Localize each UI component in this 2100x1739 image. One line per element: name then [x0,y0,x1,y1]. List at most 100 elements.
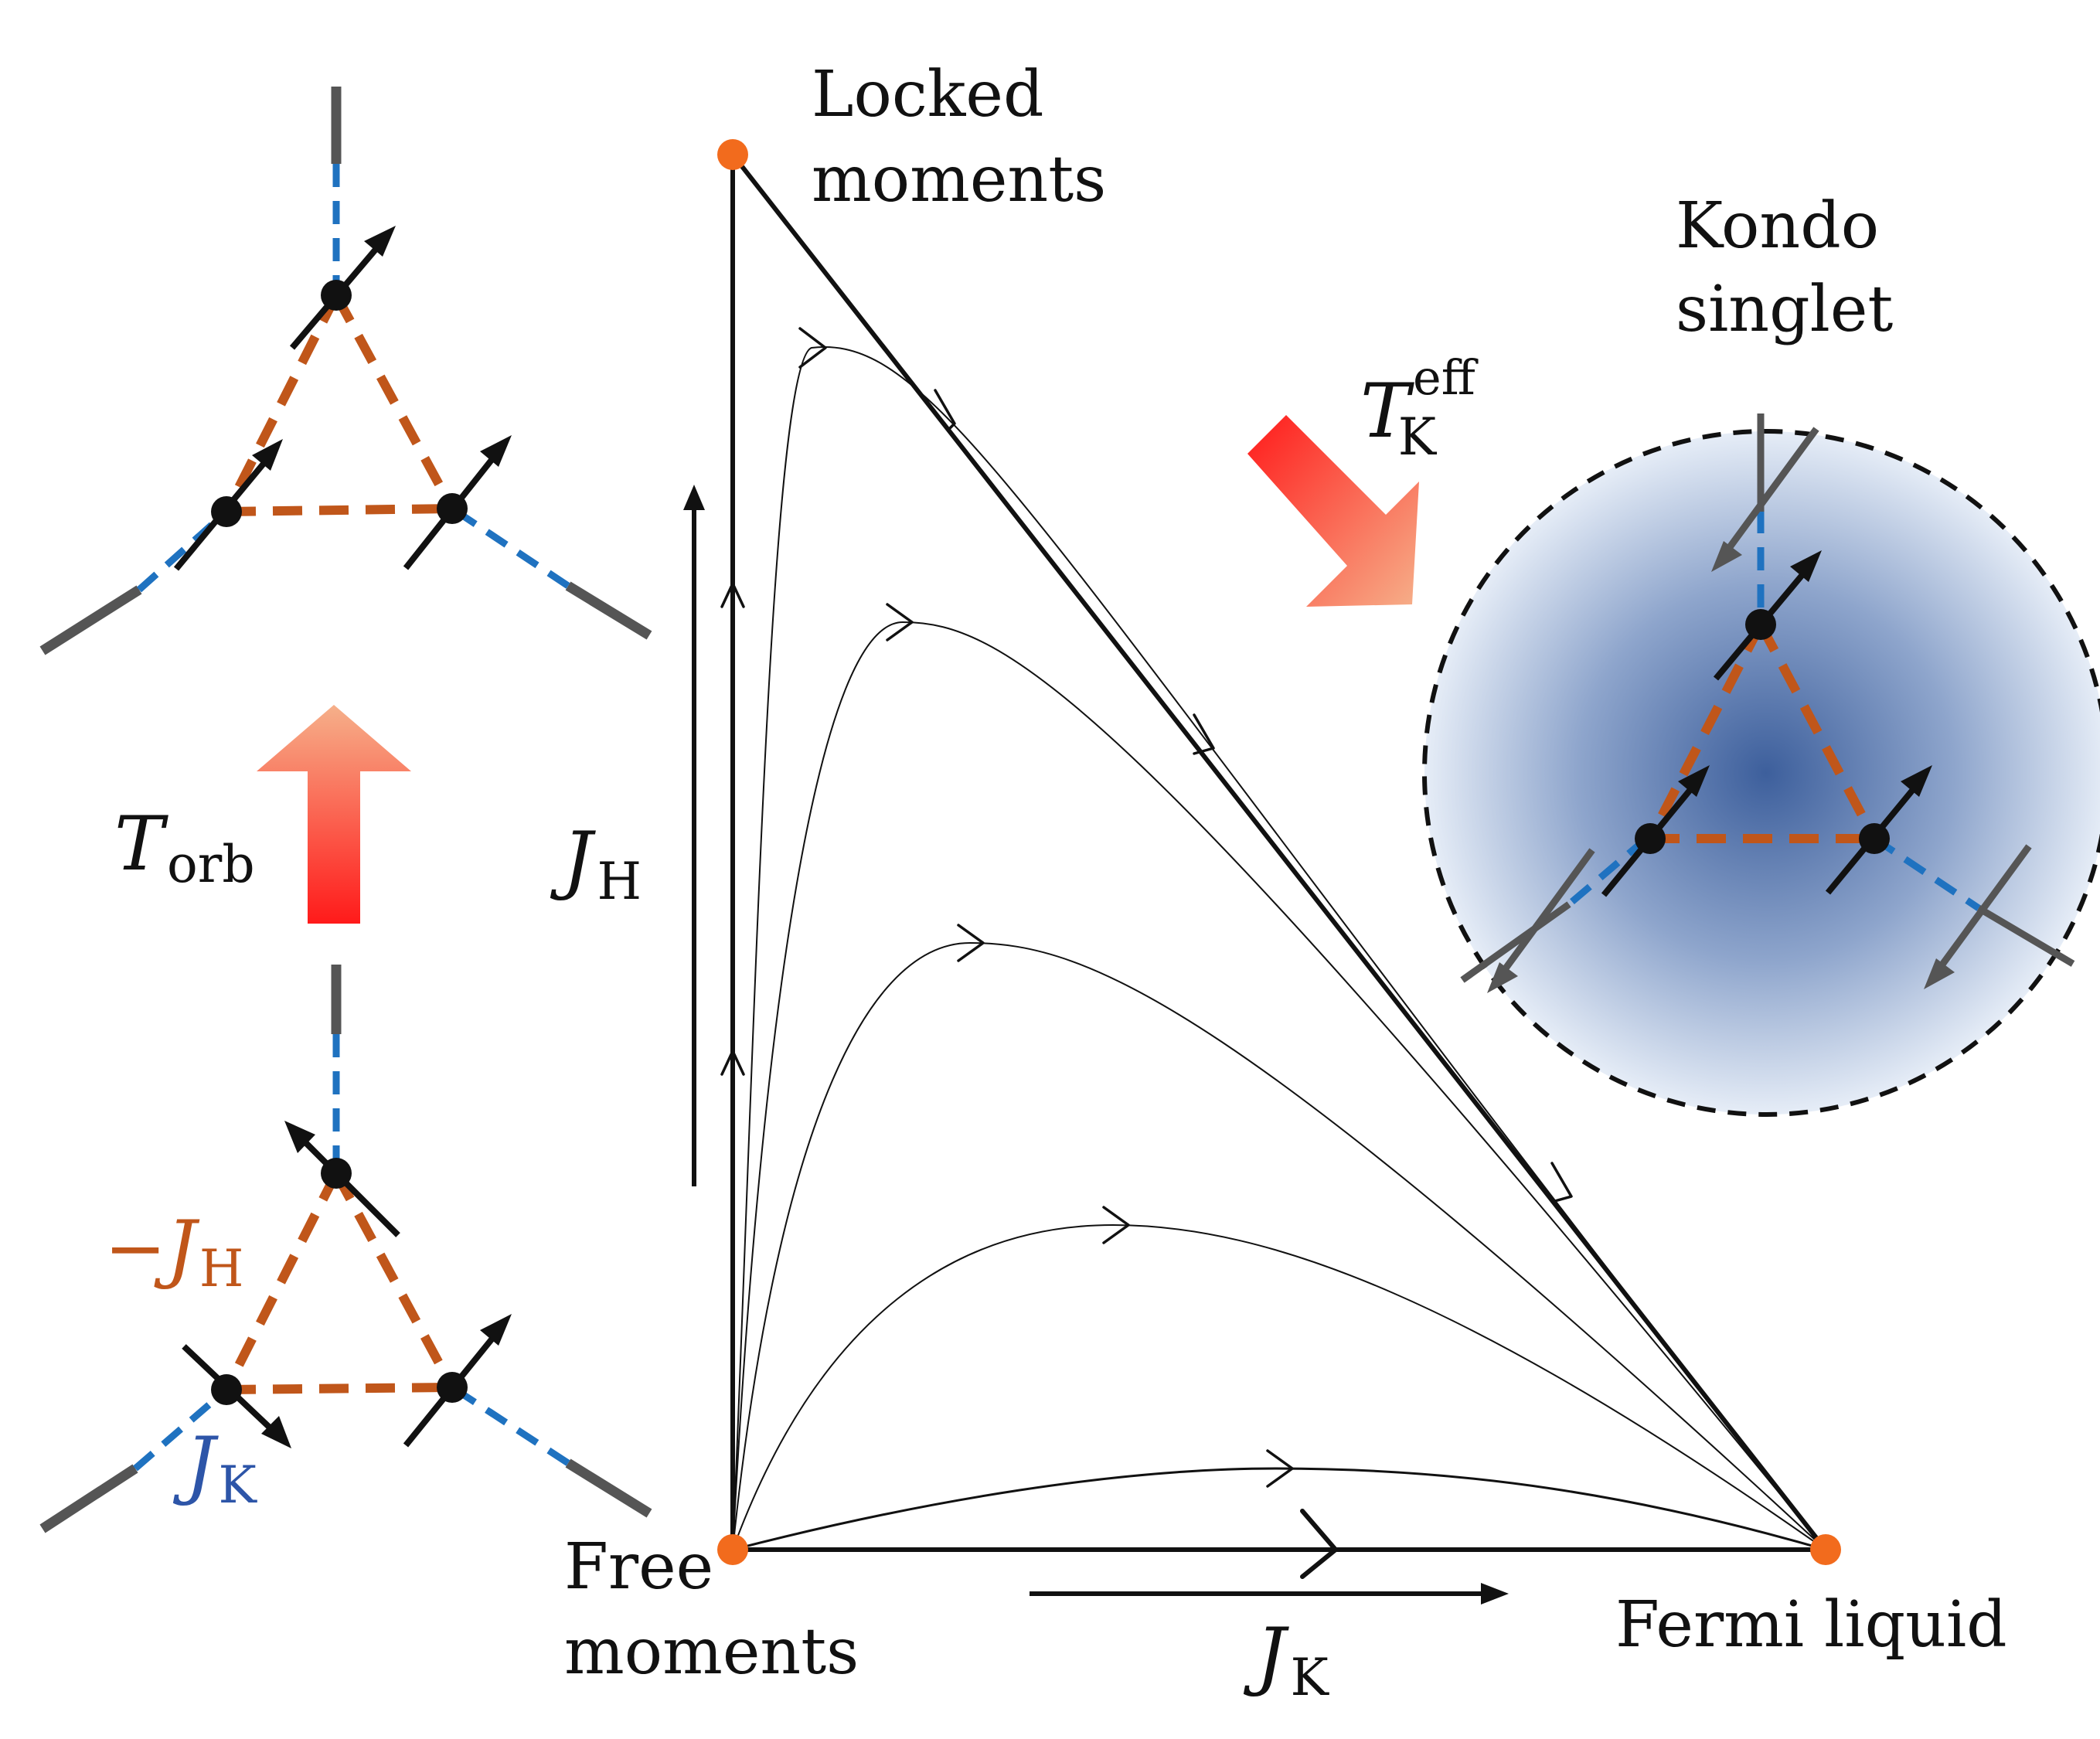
site-right [437,1372,468,1403]
hund-bond-left [222,1171,341,1392]
site-right [437,493,468,524]
screening-arrowhead-left [1487,962,1518,993]
lead-right [565,1458,652,1518]
site-top [321,1158,352,1189]
triangle-edges [730,152,1828,1552]
site-left [1635,823,1666,854]
hund-bond-right [1756,622,1879,841]
hund-bonds [1646,622,1879,843]
hund-bonds [222,293,457,516]
torb-arrow-shape [257,705,411,924]
flow-curve-3 [732,941,1826,1550]
jk-axis-arrowhead [1481,1583,1509,1605]
site-left [211,1374,242,1405]
flow-chevrons [720,327,1573,1579]
jh-axis-arrowhead [683,485,705,510]
screening-spins [1460,413,2075,993]
hund-bonds [222,1171,457,1394]
fixed-point-free [717,1534,748,1565]
chevron-curve-5 [1266,1449,1294,1488]
hund-bond-bottom [226,504,453,516]
screening-spin-top [1724,427,1819,553]
jk-axis-label: JK [1243,1612,1329,1707]
kondo-bond-left [1567,835,1649,907]
free-moments-label-line1: Free [564,1530,713,1604]
chevron-bottom [1300,1509,1338,1579]
hund-bond-right [332,1171,457,1390]
site-left [211,496,242,527]
lead-right [565,581,652,640]
kondo-coupling-label: JK [172,1421,257,1515]
sites [211,280,468,527]
spin-arrowhead-left [1678,765,1710,797]
rg-flow-panel: Locked moments Free moments Fermi liquid… [550,58,2007,1707]
torb-label: Torb [114,801,255,894]
chevron-curve-4 [1102,1206,1130,1244]
spin-arrowhead-top [284,1121,315,1153]
locked-moments-label-line1: Locked [812,58,1043,131]
kondo-bond-left [137,509,229,593]
tk-arrow [1247,415,1419,607]
spin-arrowhead-left [252,439,283,471]
flow-curve-4 [732,1223,1826,1550]
lead-left [39,1464,138,1533]
molecule-locked [39,87,652,655]
chevron-diag-3 [1550,1162,1573,1203]
kondo-singlet-panel: Kondo singlet [1422,189,2100,1117]
chevron-diag-1 [934,389,956,431]
kondo-cloud [1424,431,2100,1115]
flow-curve-1 [732,346,1826,1550]
kondo-cloud-boundary [1422,429,2100,1117]
kondo-bond-right [450,1384,570,1466]
hund-bond-bottom [226,1383,453,1394]
flow-curve-2 [732,621,1826,1550]
molecule-free [39,965,652,1533]
chevron-curve-1 [798,327,827,369]
sites [211,1158,468,1405]
screening-arrowhead-right [1924,958,1955,989]
lead-left [1460,901,1571,983]
hund-bond-left [222,293,341,514]
spin-arrow-top [303,1140,400,1237]
screening-spin-right [1937,844,2032,970]
fixed-points [717,139,1841,1565]
site-top [321,280,352,311]
kondo-bond-right [1872,835,1981,911]
chevron-curve-2 [886,603,914,641]
jh-axis-label: JH [550,816,642,911]
site-top [1745,609,1776,640]
free-moments-label-line2: moments [564,1615,859,1689]
locked-moments-label-line2: moments [812,143,1106,216]
chevron-curve-3 [957,924,985,962]
hund-bond-left [1646,622,1765,841]
screening-spin-left [1500,848,1595,974]
hund-bond-right [332,293,457,511]
kondo-bond-right [450,505,570,589]
lead-left [39,585,142,655]
kondo-singlet-label-line2: singlet [1676,273,1893,346]
spin-arrowhead-top [1790,550,1822,582]
edge-diagonal [730,152,1828,1552]
axis-arrows [683,485,1509,1605]
lead-right [1976,905,2075,967]
site-right [1859,823,1890,854]
spin-arrowhead-left [261,1416,291,1448]
spin-arrowhead-right [480,435,512,467]
flow-curve-5 [732,1467,1826,1551]
tk-arrow-shape [1247,415,1419,607]
spin-arrowhead-right [1901,765,1932,797]
spin-arrowhead-top [364,226,396,257]
fermi-liquid-label: Fermi liquid [1615,1588,2007,1662]
kondo-singlet-label-line1: Kondo [1676,189,1879,263]
sites [1635,609,1890,854]
hund-coupling-label: −JH [104,1205,243,1298]
kondo-bond-left [133,1387,229,1472]
fixed-point-locked [717,139,748,170]
screening-arrowhead-top [1711,541,1742,572]
spin-arrowhead-right [480,1314,512,1346]
torb-arrow [257,705,411,924]
flow-curves [732,346,1826,1551]
fixed-point-fermi [1810,1534,1841,1565]
